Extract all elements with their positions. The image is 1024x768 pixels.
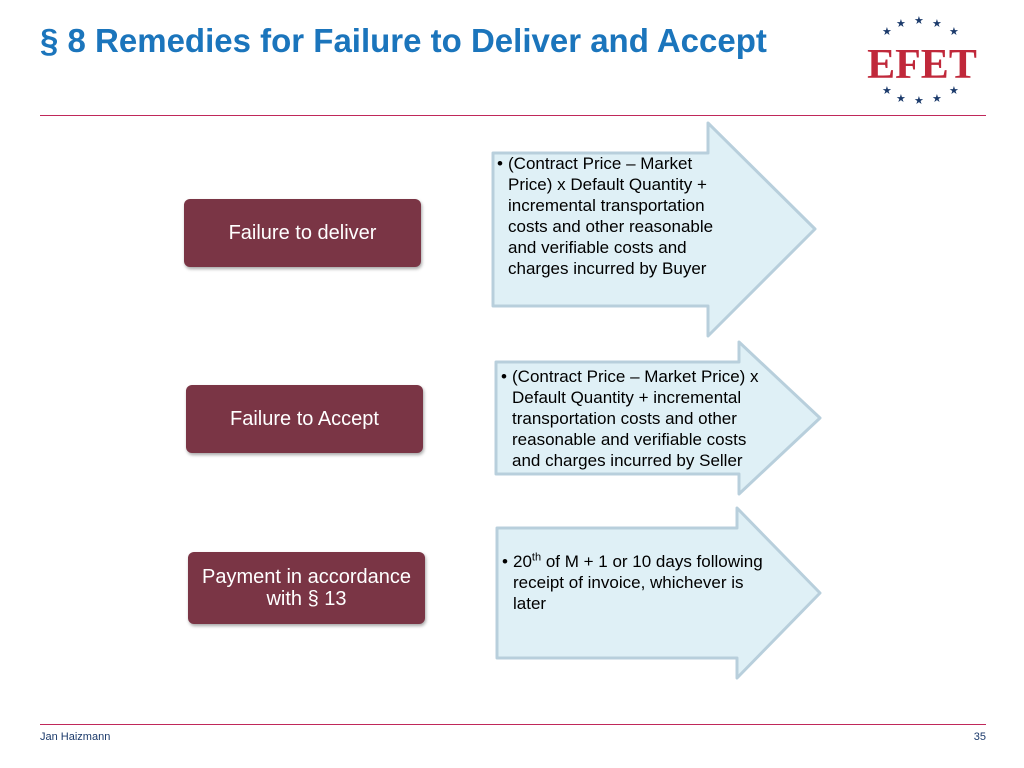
svg-text:★: ★ (896, 17, 906, 30)
box-label: Payment in accordance with § 13 (201, 566, 411, 610)
svg-text:★: ★ (949, 25, 959, 38)
remedy-arrow-payment: • 20th of M + 1 or 10 days following rec… (495, 506, 822, 680)
box-label: Failure to Accept (230, 408, 379, 430)
footer-author: Jan Haizmann (40, 731, 111, 743)
svg-text:★: ★ (914, 14, 924, 27)
slide-title: § 8 Remedies for Failure to Deliver and … (40, 22, 767, 59)
svg-text:★: ★ (949, 84, 959, 97)
arrow-shape (491, 121, 817, 338)
remedy-text-payment: • 20th of M + 1 or 10 days following rec… (502, 551, 763, 613)
svg-text:★: ★ (932, 92, 942, 105)
svg-text:★: ★ (882, 84, 892, 97)
box-label: Failure to deliver (228, 222, 377, 244)
svg-text:★: ★ (896, 92, 906, 105)
svg-text:★: ★ (932, 17, 942, 30)
svg-text:★: ★ (914, 94, 924, 106)
page-number: 35 (973, 731, 986, 743)
svg-text:★: ★ (882, 25, 892, 38)
failure-to-accept-box: Failure to Accept (186, 385, 423, 453)
header-divider (40, 115, 986, 116)
failure-to-deliver-box: Failure to deliver (184, 199, 421, 267)
footer-divider (40, 724, 986, 725)
remedy-arrow-accept: • (Contract Price – Market Price) x Defa… (494, 340, 822, 496)
remedy-text-deliver: • (Contract Price – Market Price) x Defa… (497, 154, 714, 278)
logo-text: EFET (867, 42, 977, 88)
star-ring-icon: ★ ★ ★ ★ ★ ★ ★ ★ ★ ★ (882, 14, 959, 106)
arrow-shape (494, 340, 822, 496)
remedy-arrow-deliver: • (Contract Price – Market Price) x Defa… (491, 121, 817, 338)
arrow-shape (495, 506, 822, 680)
remedy-text-accept: • (Contract Price – Market Price) x Defa… (501, 367, 759, 470)
efet-logo: ★ ★ ★ ★ ★ ★ ★ ★ ★ ★ EFET (867, 14, 977, 106)
payment-box: Payment in accordance with § 13 (188, 552, 425, 624)
